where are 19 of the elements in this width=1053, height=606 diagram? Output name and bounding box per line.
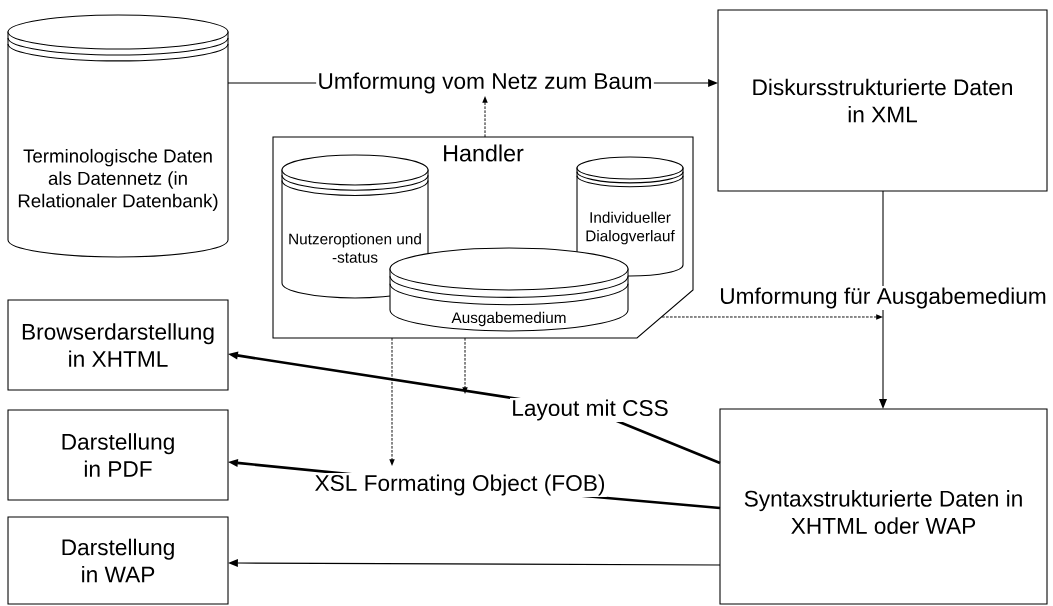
database-cylinder: Individueller Dialogverlauf: [576, 156, 684, 277]
arrow: [661, 314, 883, 320]
process-box: Darstellung in WAP: [7, 516, 229, 605]
process-box: Diskursstrukturierte Daten in XML: [717, 9, 1048, 192]
database-cylinder: Terminologische Daten als Datennetz (in Relationaler Datenbank): [7, 14, 229, 258]
arrow: [389, 337, 395, 466]
arrow: [879, 190, 887, 409]
process-box: Browserdarstellung in XHTML: [7, 299, 229, 391]
process-box: Darstellung in PDF: [7, 409, 229, 501]
edge-label: XSL Formating Object (FOB): [313, 473, 607, 497]
arrow: [482, 96, 488, 138]
edge-label: Umformung vom Netz zum Baum: [316, 71, 654, 95]
arrow: [462, 337, 468, 394]
process-box: Syntaxstrukturierte Daten in XHTML oder WAP: [719, 408, 1048, 605]
database-cylinder: Nutzeroptionen und -status: [281, 154, 429, 299]
edge-label: Layout mit CSS: [509, 398, 671, 422]
edge-label: Umformung für Ausgabemedium: [717, 286, 1049, 310]
arrow: [228, 559, 721, 568]
database-cylinder: Ausgabemedium: [389, 247, 629, 332]
